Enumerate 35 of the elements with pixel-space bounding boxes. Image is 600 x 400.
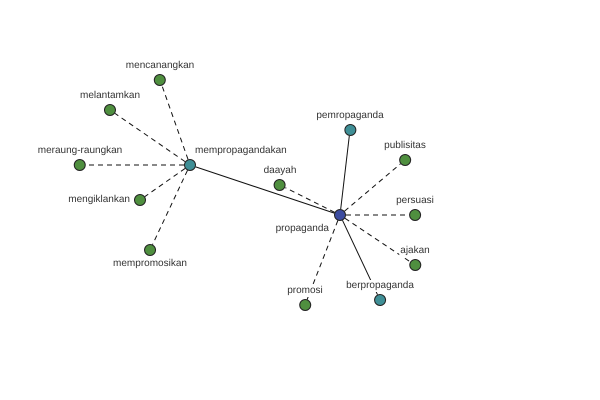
dashed-line: [162, 85, 188, 160]
node-label: promosi: [286, 285, 324, 297]
dashed-line: [152, 170, 188, 246]
node-label: mempromosikan: [112, 258, 188, 270]
node-label: mempropagandakan: [194, 145, 288, 157]
node-label: persuasi: [395, 195, 435, 207]
dashed-line: [306, 220, 338, 300]
node-label: propaganda: [274, 223, 330, 235]
dashed-line: [144, 168, 186, 198]
graph-node: [262, 165, 298, 191]
graph-node: [286, 285, 324, 311]
graph-node: [78, 90, 142, 116]
graph-node: [124, 60, 196, 86]
connector-line: [340, 135, 350, 210]
graph-node: [112, 244, 188, 270]
dashed-line: [114, 112, 186, 162]
graph-node: [67, 194, 146, 206]
graph-node: [36, 145, 124, 171]
graph-node: [274, 209, 346, 235]
node-label: daayah: [262, 165, 298, 177]
node-label: publisitas: [383, 140, 427, 152]
dashed-line: [344, 218, 410, 262]
node-label: ajakan: [399, 245, 431, 257]
node-label: meraung-raungkan: [36, 145, 124, 157]
graph-node: [399, 245, 431, 271]
node-label: berpropaganda: [345, 280, 415, 292]
node-label: pemropaganda: [315, 110, 385, 122]
dashed-line: [344, 163, 401, 212]
connector-line: [195, 166, 335, 214]
node-label: mengiklankan: [67, 194, 131, 206]
graph-node: [395, 195, 435, 221]
node-label: mencanangkan: [124, 60, 196, 72]
graph-node: [345, 280, 415, 306]
graph-node: [383, 140, 427, 166]
graph-node: [315, 110, 385, 136]
